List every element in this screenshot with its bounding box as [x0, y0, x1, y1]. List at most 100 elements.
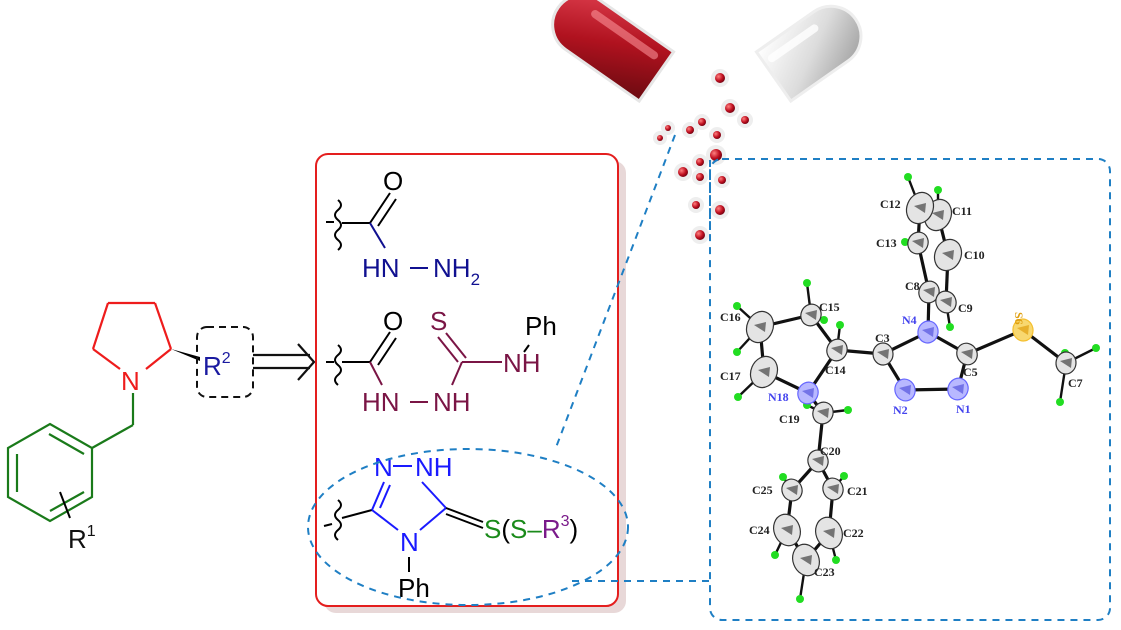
- triazole-n4-label: N: [400, 527, 419, 557]
- capsule-bead: [692, 201, 700, 209]
- hydrogen-atom: [771, 551, 779, 559]
- hydrazide-nh2-label: NH2: [433, 253, 480, 289]
- ellipsoid-octant-shading: [802, 388, 814, 398]
- ellipsoid-octant-shading: [1060, 358, 1072, 368]
- triazole-nh-label: NH: [415, 452, 453, 482]
- atom-label-c14: C14: [825, 363, 846, 377]
- capsule-bead: [715, 73, 725, 83]
- hydrogen-atom: [796, 595, 804, 603]
- capsule-bead: [698, 118, 706, 126]
- atom-label-c16: C16: [720, 310, 741, 324]
- ellipsoid-octant-shading: [912, 238, 924, 248]
- capsule-bead: [696, 158, 704, 166]
- hydrogen-atom: [840, 472, 848, 480]
- capsule-bead: [696, 173, 704, 181]
- ellipsoid-octant-shading: [952, 384, 964, 394]
- atom-label-c25: C25: [752, 483, 773, 497]
- ellipsoid-octant-shading: [827, 484, 839, 494]
- thiosemicarbazide-structure: O S NH Ph HN NH: [326, 306, 557, 417]
- atom-label-c24: C24: [749, 523, 770, 537]
- triazole-n-left-label: N: [374, 452, 393, 482]
- triazole-thione-substituent: S(S–R3): [484, 513, 578, 544]
- ellipsoid-octant-shading: [1017, 325, 1029, 335]
- hydrogen-atom: [733, 348, 741, 356]
- ellipsoid-octant-shading: [877, 349, 889, 359]
- atom-label-c7: C7: [1068, 376, 1083, 390]
- atom-label-n1: N1: [956, 402, 971, 416]
- ellipsoid-octant-shading: [812, 456, 824, 466]
- ellipsoid-octant-shading: [758, 367, 770, 377]
- capsule-bead: [710, 149, 722, 161]
- thiosemicarbazide-nh-right-label: NH: [503, 348, 541, 378]
- ellipsoid-octant-shading: [961, 349, 973, 359]
- capsule-bead: [657, 135, 663, 141]
- atom-label-c11: C11: [952, 204, 972, 218]
- atom-label-c23: C23: [814, 565, 835, 579]
- r1-substituent-bond: [59, 491, 71, 519]
- capsule-bead: [665, 125, 671, 131]
- ellipsoid-octant-shading: [754, 322, 766, 332]
- r2-label: R2: [203, 350, 231, 381]
- connector-capsule-to-ellipse: [554, 134, 676, 451]
- capsule-illustration: [551, 0, 863, 244]
- capsule-white-half: [754, 4, 863, 104]
- ellipsoid-octant-shading: [805, 310, 817, 320]
- thiosemicarbazide-s-label: S: [430, 306, 447, 336]
- capsule-bead: [715, 205, 725, 215]
- crystal-structure-box: [709, 158, 1111, 621]
- ellipsoid-octant-shading: [932, 210, 944, 220]
- capsule-bead: [725, 103, 735, 113]
- hydrogen-atom: [836, 321, 844, 329]
- thiosemicarbazide-ph-label: Ph: [525, 311, 557, 341]
- atom-label-c5: C5: [963, 365, 978, 379]
- hydrazide-o-label: O: [383, 166, 403, 196]
- triazole-highlight-ellipse: [307, 448, 629, 606]
- ellipsoid-octant-shading: [831, 345, 843, 355]
- derivatives-box: [315, 153, 619, 607]
- ellipsoid-octant-shading: [823, 528, 835, 538]
- ellipsoid-octant-shading: [923, 287, 935, 297]
- hydrogen-atom: [946, 323, 954, 331]
- retrosynthesis-arrow: [253, 343, 316, 381]
- ellipsoid-octant-shading: [786, 485, 798, 495]
- hydrazide-structure: O HN NH2: [326, 166, 480, 289]
- r2-dashed-box: [196, 326, 254, 398]
- wavy-attachment-bond: [334, 199, 342, 251]
- hydrogen-atom: [934, 186, 942, 194]
- thiosemicarbazide-hn-label: HN: [362, 387, 400, 417]
- atom-label-c20: C20: [820, 444, 841, 458]
- hydrogen-atom: [904, 173, 912, 181]
- capsule-bead: [678, 167, 688, 177]
- thiosemicarbazide-o-label: O: [383, 306, 403, 336]
- hydrogen-atom: [803, 279, 811, 287]
- pyrrolidine-n-label: N: [121, 366, 140, 396]
- atom-label-c9: C9: [958, 301, 973, 315]
- atom-label-c19: C19: [779, 412, 800, 426]
- triazole-ph-label: Ph: [398, 573, 430, 603]
- capsule-bead: [741, 116, 749, 124]
- pyrrolidine-ring: [91, 301, 173, 370]
- hydrazide-hn-label: HN: [362, 253, 400, 283]
- ellipsoid-octant-shading: [914, 203, 926, 213]
- hydrogen-atom: [901, 238, 909, 246]
- benzyl-group: [6, 393, 135, 523]
- ellipsoid-octant-shading: [800, 555, 812, 565]
- atom-label-n4: N4: [902, 313, 917, 327]
- atom-label-n18: N18: [768, 390, 789, 404]
- atom-label-c12: C12: [880, 197, 901, 211]
- wavy-attachment-bond: [334, 344, 342, 386]
- capsule-beads: [653, 69, 753, 244]
- ellipsoid-octant-shading: [942, 250, 954, 260]
- ellipsoid-octant-shading: [940, 297, 952, 307]
- wavy-attachment-bond: [334, 499, 342, 541]
- crystal-structure: C3N4C5N1N2S6C7C8C9C10C11C12C13C14C15C16C…: [720, 173, 1100, 603]
- hydrogen-atom: [779, 473, 787, 481]
- capsule-bead: [695, 230, 705, 240]
- r1-label: R1: [68, 523, 96, 554]
- capsule-bead: [713, 131, 721, 139]
- atom-label-c3: C3: [875, 331, 890, 345]
- atom-label-s6: S6: [1012, 312, 1026, 325]
- atom-label-c21: C21: [847, 484, 868, 498]
- capsule-bead: [686, 126, 694, 134]
